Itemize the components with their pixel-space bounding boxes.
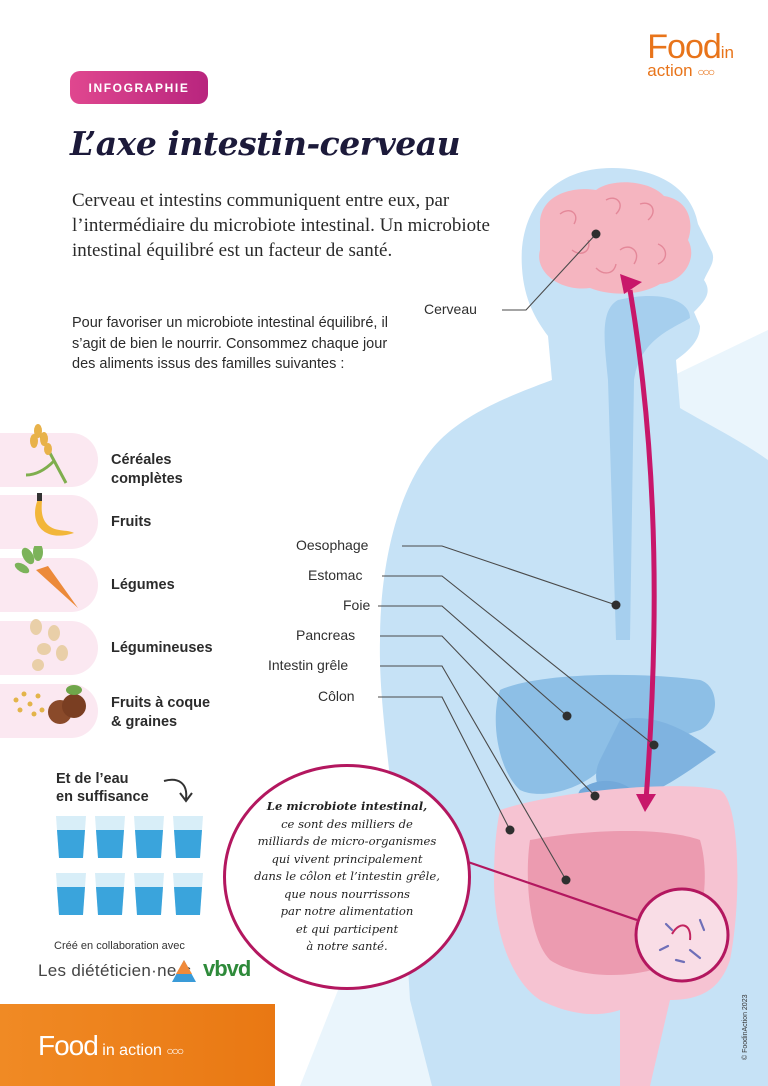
nuts-icon — [13, 685, 86, 724]
callout-line: que nous nourrissons — [284, 886, 410, 901]
logo-word-action: action — [647, 61, 693, 80]
callout-line: et qui participent — [295, 921, 399, 936]
carrot-icon — [14, 546, 78, 608]
water-glass-icon — [134, 873, 164, 915]
lead-paragraph: Cerveau et intestins communiquent entre … — [72, 190, 490, 261]
food-group-label: Céréales complètes — [111, 452, 183, 487]
collaboration-label: Créé en collaboration avec — [54, 940, 185, 952]
callout-line: à notre santé. — [306, 939, 388, 954]
callout-line: par notre alimentation — [280, 904, 414, 919]
water-line-1: Et de l’eau — [56, 771, 129, 787]
water-glasses — [56, 816, 203, 915]
label-esophagus: Oesophage — [296, 537, 369, 553]
water-glass-icon — [173, 816, 203, 858]
water-glass-icon — [56, 816, 86, 858]
callout-line: ce sont des milliers de — [281, 816, 413, 831]
food-group-label: Fruits — [111, 514, 152, 530]
label-line-1: Fruits à coque — [111, 695, 211, 711]
footer-logo-in-action: in action — [102, 1042, 162, 1059]
partner-logo-dieteticiens: Les diététicien·ne·s — [38, 961, 192, 980]
water-glass-icon — [95, 816, 125, 858]
foodinaction-logo-footer: Food in action ○○○ — [38, 1030, 184, 1062]
logo-word-food: Food — [647, 28, 721, 66]
category-badge: INFOGRAPHIE — [70, 71, 208, 104]
callout-heading: Le microbiote intestinal, — [266, 799, 428, 814]
label-colon: Côlon — [318, 688, 355, 704]
label-small-intestine: Intestin grêle — [268, 657, 349, 673]
curved-arrow-icon — [163, 778, 193, 803]
callout-line: milliards de micro-organismes — [257, 834, 437, 849]
footer-logo-food: Food — [38, 1030, 99, 1061]
food-pill — [0, 433, 98, 487]
footer-logo-rings-icon: ○○○ — [166, 1043, 184, 1058]
triangle-logo-icon — [172, 960, 196, 982]
food-group-label: Légumineuses — [111, 640, 213, 656]
partner-logo-vbvd: vbvd — [203, 956, 251, 981]
water-glass-icon — [134, 816, 164, 858]
water-glass-icon — [173, 873, 203, 915]
callout-line: qui vivent principalement — [271, 851, 423, 866]
label-brain: Cerveau — [424, 301, 477, 317]
microbiota-callout: Le microbiote intestinal, ce sont des mi… — [223, 764, 471, 990]
banana-icon — [35, 493, 74, 536]
food-group-label: Légumes — [111, 577, 175, 593]
food-group-label: Fruits à coque & graines — [111, 694, 210, 732]
callout-line: dans le côlon et l’intestin grêle, — [254, 869, 440, 884]
label-stomach: Estomac — [308, 567, 363, 583]
wheat-icon — [25, 424, 68, 484]
water-line-2: en suffisance — [56, 789, 149, 805]
logo-word-in: in — [720, 43, 734, 62]
label-line-2: & graines — [111, 714, 178, 730]
water-heading: Et de l’eau en suffisance — [56, 770, 149, 806]
label-pancreas: Pancreas — [296, 627, 356, 643]
foodinaction-logo-top: Foodin action ○○○ — [647, 30, 734, 79]
page-title: L’axe intestin-cerveau — [70, 124, 461, 163]
food-pill — [0, 495, 98, 549]
intro-paragraph: Pour favoriser un microbiote intestinal … — [72, 315, 388, 372]
water-glass-icon — [95, 873, 125, 915]
label-liver: Foie — [343, 597, 371, 613]
water-glass-icon — [56, 873, 86, 915]
footer-band — [0, 1004, 275, 1086]
logo-rings-icon: ○○○ — [697, 64, 715, 79]
copyright-notice: © FoodinAction 2023 — [742, 994, 749, 1060]
beans-icon — [30, 619, 68, 671]
